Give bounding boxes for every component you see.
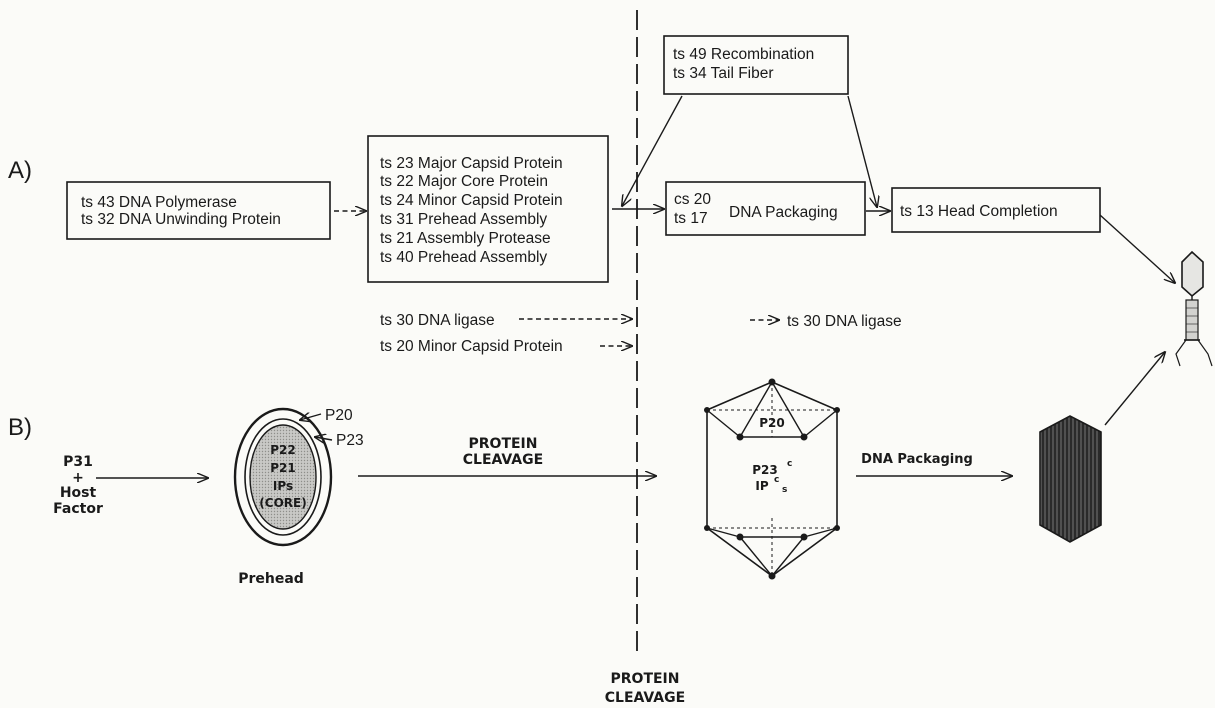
capsid-genes-line-1: ts 23 Major Capsid Protein [380,155,563,172]
divider-label-line-1: PROTEIN [611,671,680,687]
capsid-genes-line-3: ts 24 Minor Capsid Protein [380,192,563,209]
p23-pointer [315,437,333,440]
arrow-recombination-to-divider [622,95,683,206]
start-factor: Factor [53,501,103,517]
capsid-body-ip-superscript: c [774,475,779,485]
core-p21: P21 [270,461,296,475]
arrow-packaged-to-phage [1104,352,1165,426]
head-completion-text: ts 13 Head Completion [900,203,1058,220]
capsid-genes-box [367,135,609,283]
prehead-core [249,424,317,530]
capsid-body-ip: IP [755,479,768,493]
prehead-outer-shell [233,407,333,547]
head-completion-box [891,187,1101,233]
cleavage-label-line-2: CLEAVAGE [463,452,543,468]
packaged-head-icon [1039,415,1102,543]
start-p31: P31 [63,454,93,470]
capsid-vertex-label: P20 [759,416,785,430]
panel-a-label: A) [8,157,32,184]
recombination-box-line-1: ts 49 Recombination [673,46,814,63]
core-p22: P22 [270,443,296,457]
prehead-p20-label: P20 [325,407,353,424]
ligase-left-text: ts 30 DNA ligase [380,312,495,329]
start-plus: + [72,470,84,486]
phage-particle-icon [1175,250,1213,367]
arrow-recombination-to-head [847,95,877,207]
capsid-body-p23-superscript: c [787,459,792,469]
capsid-body-ip-subscript: s [782,485,787,495]
polymerase-box-line-1: ts 43 DNA Polymerase [81,194,237,211]
packaging-box [665,181,866,236]
recombination-box [663,35,849,95]
capsid-genes-line-6: ts 40 Prehead Assembly [380,249,547,266]
minor-capsid-text: ts 20 Minor Capsid Protein [380,338,563,355]
polymerase-box [66,181,331,240]
core-ips: IPs [273,479,293,493]
p20-pointer [300,414,322,420]
cleavage-label-line-1: PROTEIN [469,436,538,452]
capsid-genes-line-4: ts 31 Prehead Assembly [380,211,547,228]
polymerase-box-line-2: ts 32 DNA Unwinding Protein [81,211,281,228]
arrow-head-to-phage [1099,214,1175,283]
prehead-illustration: P22 P21 IPs (CORE) [233,407,333,547]
dna-packaging-label: DNA Packaging [861,452,973,467]
packaging-box-label: DNA Packaging [729,204,838,221]
panel-b-label: B) [8,414,32,441]
start-host: Host [60,485,97,501]
capsid-genes-line-2: ts 22 Major Core Protein [380,173,548,190]
mature-capsid-illustration [704,378,840,580]
divider-label-line-2: CLEAVAGE [605,690,685,706]
packaging-box-line-2: ts 17 [674,210,708,227]
core-label: (CORE) [259,496,306,510]
packaging-box-line-1: cs 20 [674,191,711,208]
prehead-p23-label: P23 [336,432,364,449]
capsid-body-p23: P23 [752,463,778,477]
recombination-box-line-2: ts 34 Tail Fiber [673,65,774,82]
ligase-right-text: ts 30 DNA ligase [787,313,902,330]
prehead-inner-shell [244,418,322,536]
prehead-caption: Prehead [238,571,304,587]
capsid-genes-line-5: ts 21 Assembly Protease [380,230,551,247]
